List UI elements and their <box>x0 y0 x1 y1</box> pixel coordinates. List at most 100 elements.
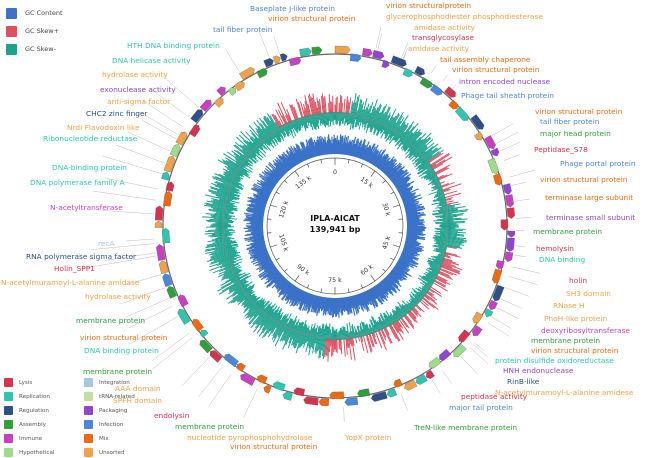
gene-label: DNA polymerase family A <box>30 178 125 187</box>
gene-label: membrane protein <box>531 336 600 345</box>
leader-line <box>497 308 519 319</box>
gene-arrow <box>155 221 162 228</box>
gene-arrow <box>416 375 427 385</box>
gene-arrow <box>192 319 204 331</box>
gene-arrow <box>210 351 222 363</box>
leader-line <box>505 288 529 297</box>
gene-label: NrdI Flavodoxin like <box>67 123 140 132</box>
gene-label: HNH endonuclease <box>503 366 574 375</box>
gene-label: virion structural protein <box>80 333 168 342</box>
gene-arrow <box>508 231 515 238</box>
gene-label: virion structural protein <box>230 442 318 451</box>
leader-line <box>125 298 170 317</box>
leader-line <box>472 344 487 357</box>
gene-label: hydrolase activity <box>102 70 168 79</box>
gene-arrow <box>237 363 246 372</box>
gene-label: Peptidase_S78 <box>534 145 588 154</box>
gene-arrow <box>488 158 499 174</box>
gene-arrow <box>507 238 515 252</box>
leader-line <box>403 48 407 59</box>
leader-line <box>260 33 270 58</box>
gene-label: virion structuralprotein <box>386 1 471 10</box>
gene-label: deoxyribosyltransferase <box>541 326 630 335</box>
gene-label: RinB-like <box>507 377 540 386</box>
gene-label: terminase large subunit <box>545 193 633 202</box>
gene-label: Baseplate J-like protein <box>250 4 335 13</box>
gene-label: DNA helicase activity <box>112 56 191 65</box>
gene-arrow <box>319 399 329 406</box>
gc-skew-plus-bar <box>330 338 331 352</box>
leader-line <box>116 145 165 163</box>
gene-label: terminase small subunit <box>546 213 635 222</box>
gene-arrow <box>228 87 236 95</box>
gene-arrow <box>505 195 513 208</box>
gene-arrow <box>257 69 268 79</box>
leader-line <box>515 246 526 247</box>
gene-label: holin <box>569 276 587 285</box>
gene-label: virion structural protein <box>268 14 356 23</box>
gene-arrow <box>357 389 370 398</box>
gene-arrow <box>214 98 224 108</box>
leader-line <box>93 191 156 200</box>
gene-label: recA <box>98 239 115 248</box>
gene-arrow <box>257 375 267 384</box>
leader-line <box>514 255 527 257</box>
leader-line <box>378 33 382 50</box>
gene-arrow <box>294 388 305 397</box>
gene-label: anti-sigma factor <box>107 97 171 106</box>
leader-line <box>431 379 440 393</box>
gene-label: AAA domain <box>115 384 161 393</box>
leader-line <box>509 276 538 284</box>
leader-line <box>431 66 435 73</box>
gene-label: tail assembly chaperone <box>440 55 531 64</box>
gene-arrow <box>496 260 504 269</box>
gene-arrow <box>473 312 484 323</box>
gene-label: glycerophosphodiester phosphodiesterase <box>386 12 543 21</box>
gene-label: tail fiber protein <box>213 25 273 34</box>
gc-skew-plus-bar <box>344 338 345 357</box>
gene-arrow <box>404 380 417 390</box>
gene-arrow <box>273 56 281 64</box>
leader-line <box>496 132 518 143</box>
leader-line <box>443 371 452 383</box>
gene-arrow <box>493 285 505 301</box>
gene-arrow <box>225 354 239 367</box>
gene-arrow <box>458 330 470 342</box>
gene-arrow <box>264 385 272 393</box>
genome-name: IPLA-AICAT <box>310 214 360 223</box>
gene-label: transglycosylase <box>412 33 474 42</box>
leader-line <box>488 323 510 337</box>
gene-arrow <box>439 349 451 360</box>
gene-arrow <box>283 392 293 401</box>
gene-arrow <box>312 47 322 55</box>
gene-label: membrane protein <box>76 316 145 325</box>
gene-label: PhoH-like protein <box>544 314 607 323</box>
gene-arrow <box>485 135 496 149</box>
gene-label: exonuclease activity <box>100 85 176 94</box>
scale-tick-label: 75 k <box>328 277 342 284</box>
gene-label: amidase activity <box>414 23 476 32</box>
gene-arrow <box>178 295 188 307</box>
gene-label: nucleotide pyrophosphohydrolase <box>187 433 313 442</box>
gene-arrow <box>454 344 467 357</box>
leader-line <box>126 239 154 241</box>
gene-label: DNA binding <box>539 255 585 264</box>
gene-label: endolysin <box>154 411 190 420</box>
gene-arrow <box>163 191 172 206</box>
gene-label: membrane protein <box>175 422 244 431</box>
leader-line <box>514 199 529 201</box>
leader-line <box>142 120 177 139</box>
gene-arrow <box>191 110 203 123</box>
leader-line <box>443 75 447 81</box>
leader-line <box>469 347 488 364</box>
gene-label: TreN-like membrane protein <box>413 423 517 432</box>
gene-label: membrane protein <box>83 367 152 376</box>
gene-arrow <box>372 50 384 59</box>
gene-label: N-acetylmuramoyl-L-alanine amidase <box>1 278 140 287</box>
gene-label: hemolysin <box>536 244 574 253</box>
gene-label: virion structural protein <box>535 107 623 116</box>
leader-line <box>401 394 407 410</box>
leader-line <box>509 170 534 177</box>
gene-label: Phage portal protein <box>560 159 636 168</box>
